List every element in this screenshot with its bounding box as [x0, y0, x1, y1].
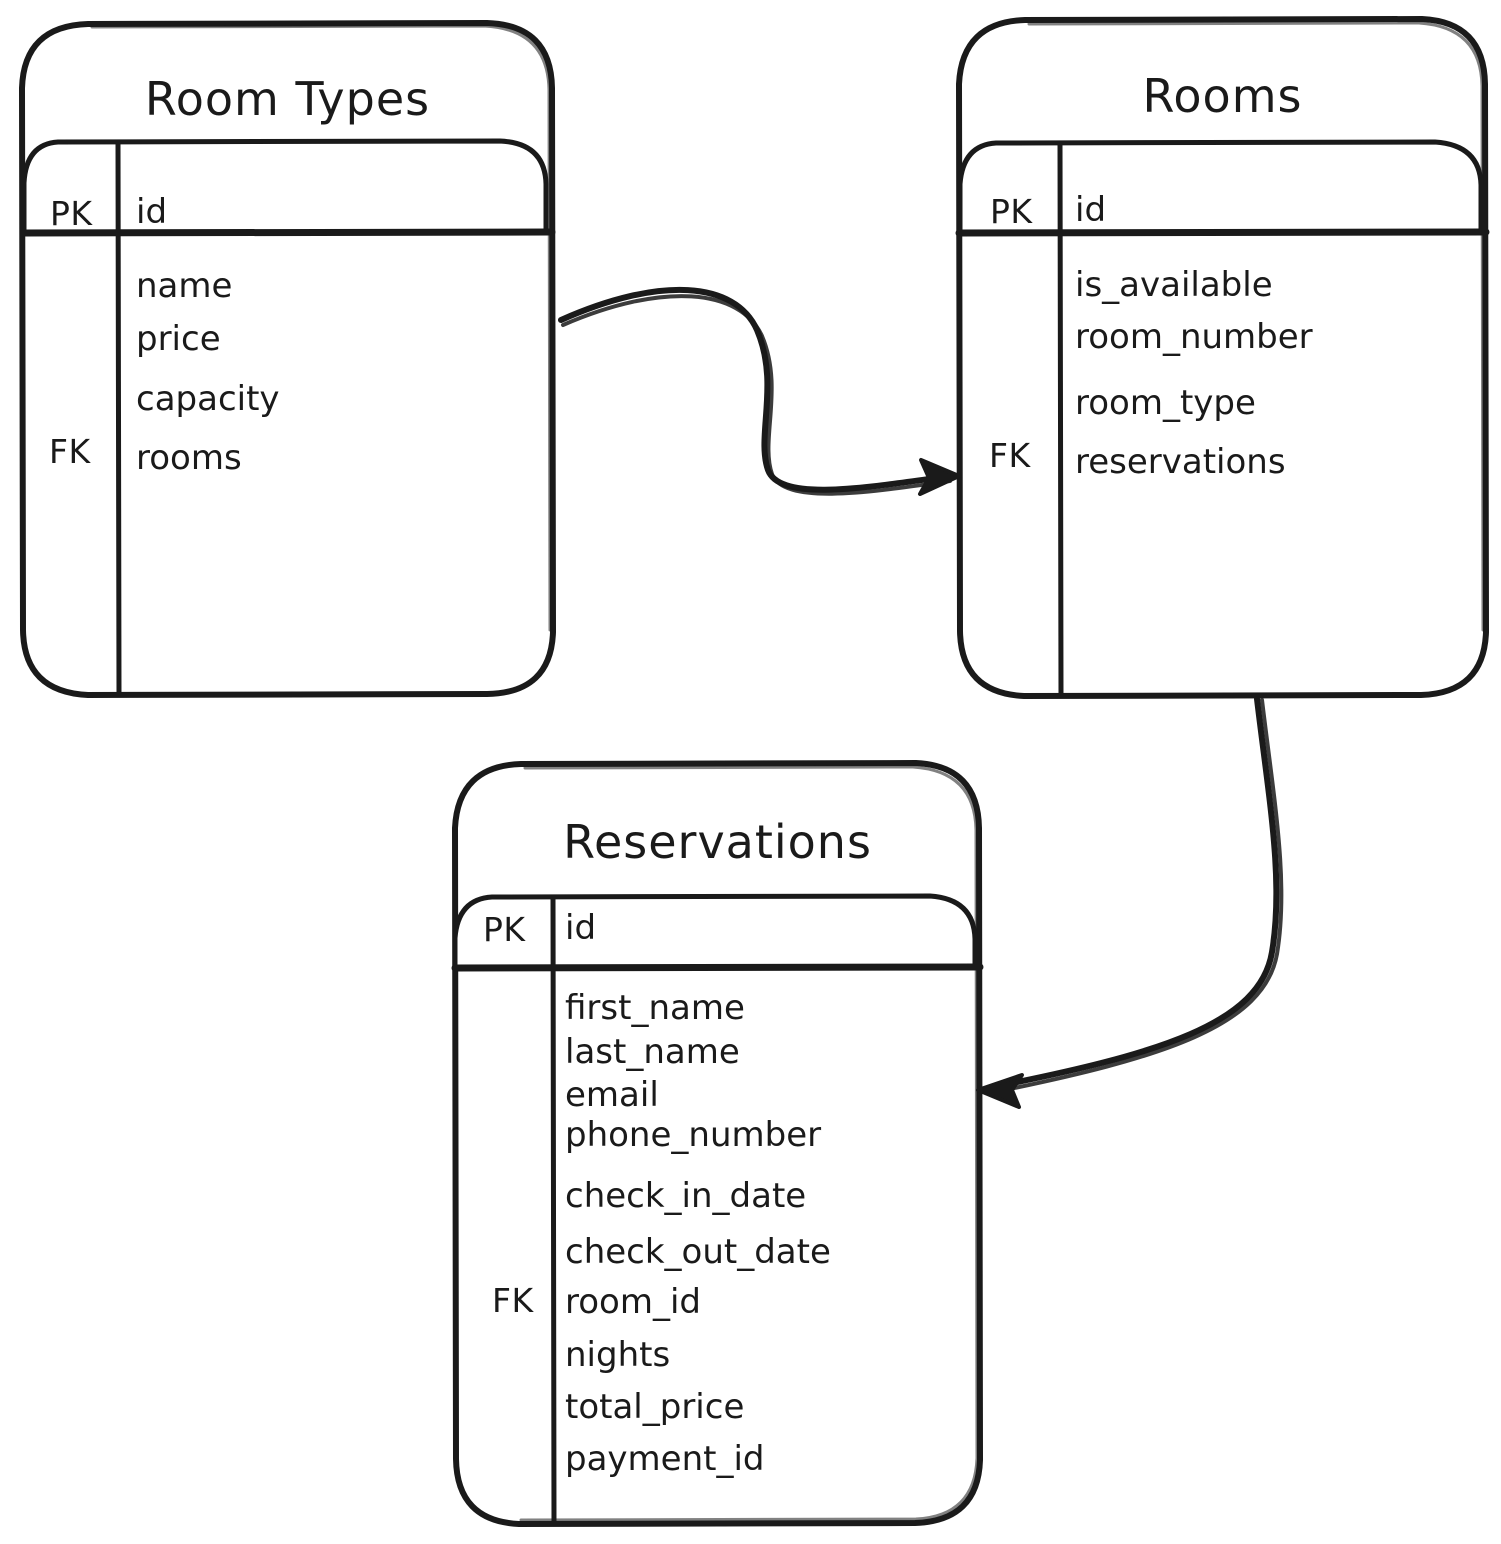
rooms-pk-field: id [1075, 190, 1107, 230]
reservations-column-divider [550, 894, 557, 1527]
entity-reservations[interactable] [451, 760, 984, 1527]
reservations-field-first-name: first_name [565, 988, 745, 1028]
rooms-card-outline-sketch [1027, 21, 1485, 632]
rooms-pk-divider [955, 228, 1490, 237]
rooms-field-room-type: room_type [1075, 383, 1256, 423]
reservations-field-check-out-date: check_out_date [565, 1232, 831, 1272]
reservations-field-email: email [565, 1075, 659, 1115]
room-types-field-name: name [136, 266, 233, 306]
reservations-card-outline-sketch [519, 765, 979, 1522]
relationship-room-types-to-rooms[interactable] [558, 286, 961, 496]
arrowhead-icon-2 [976, 1073, 1024, 1109]
room-types-field-price: price [136, 319, 221, 359]
reservations-card[interactable]: Reservations PK id FK first_name last_na… [455, 763, 980, 1524]
rooms-card[interactable]: Rooms PK id FK is_available room_number … [959, 19, 1486, 696]
entity-rooms[interactable] [955, 16, 1490, 699]
room-types-pk-field: id [136, 192, 168, 232]
rooms-field-room-number: room_number [1075, 317, 1313, 357]
room-types-card[interactable]: Room Types PK id FK name price capacity … [22, 22, 553, 695]
connector-line-1-sketch [561, 294, 952, 496]
room-types-card-outline-sketch [90, 24, 552, 632]
connector-line-2 [985, 696, 1280, 1091]
reservations-field-total-price: total_price [565, 1387, 745, 1427]
reservations-field-phone-number: phone_number [565, 1115, 822, 1155]
reservations-field-check-in-date: check_in_date [565, 1176, 807, 1216]
arrowhead-icon-1 [918, 458, 961, 496]
rooms-column-divider [1057, 140, 1064, 699]
room-types-column-divider [115, 139, 122, 697]
reservations-field-nights: nights [565, 1335, 671, 1375]
reservations-field-payment-id: payment_id [565, 1439, 765, 1479]
reservations-pk-divider [451, 963, 984, 972]
reservations-field-last-name: last_name [565, 1032, 740, 1072]
rooms-pk-label: PK [990, 192, 1033, 231]
reservations-pk-label: PK [483, 910, 526, 949]
rooms-field-is-available: is_available [1075, 265, 1273, 305]
room-types-pk-label: PK [50, 194, 93, 233]
rooms-title: Rooms [1142, 69, 1303, 123]
rooms-fk-label: FK [989, 436, 1031, 475]
rooms-field-reservations: reservations [1075, 442, 1286, 482]
entity-room-types[interactable] [19, 20, 556, 698]
connector-line-1 [558, 286, 953, 493]
reservations-title: Reservations [563, 815, 872, 869]
room-types-title: Room Types [144, 72, 431, 126]
room-types-field-rooms: rooms [136, 438, 242, 478]
reservations-field-room-id: room_id [565, 1282, 701, 1322]
reservations-pk-field: id [565, 908, 597, 948]
relationship-rooms-to-reservations[interactable] [976, 696, 1284, 1109]
room-types-fk-label: FK [49, 432, 91, 471]
room-types-pk-divider [19, 228, 556, 237]
room-types-field-capacity: capacity [136, 379, 280, 419]
reservations-fk-label: FK [492, 1281, 534, 1320]
connector-line-2-sketch [988, 698, 1284, 1095]
